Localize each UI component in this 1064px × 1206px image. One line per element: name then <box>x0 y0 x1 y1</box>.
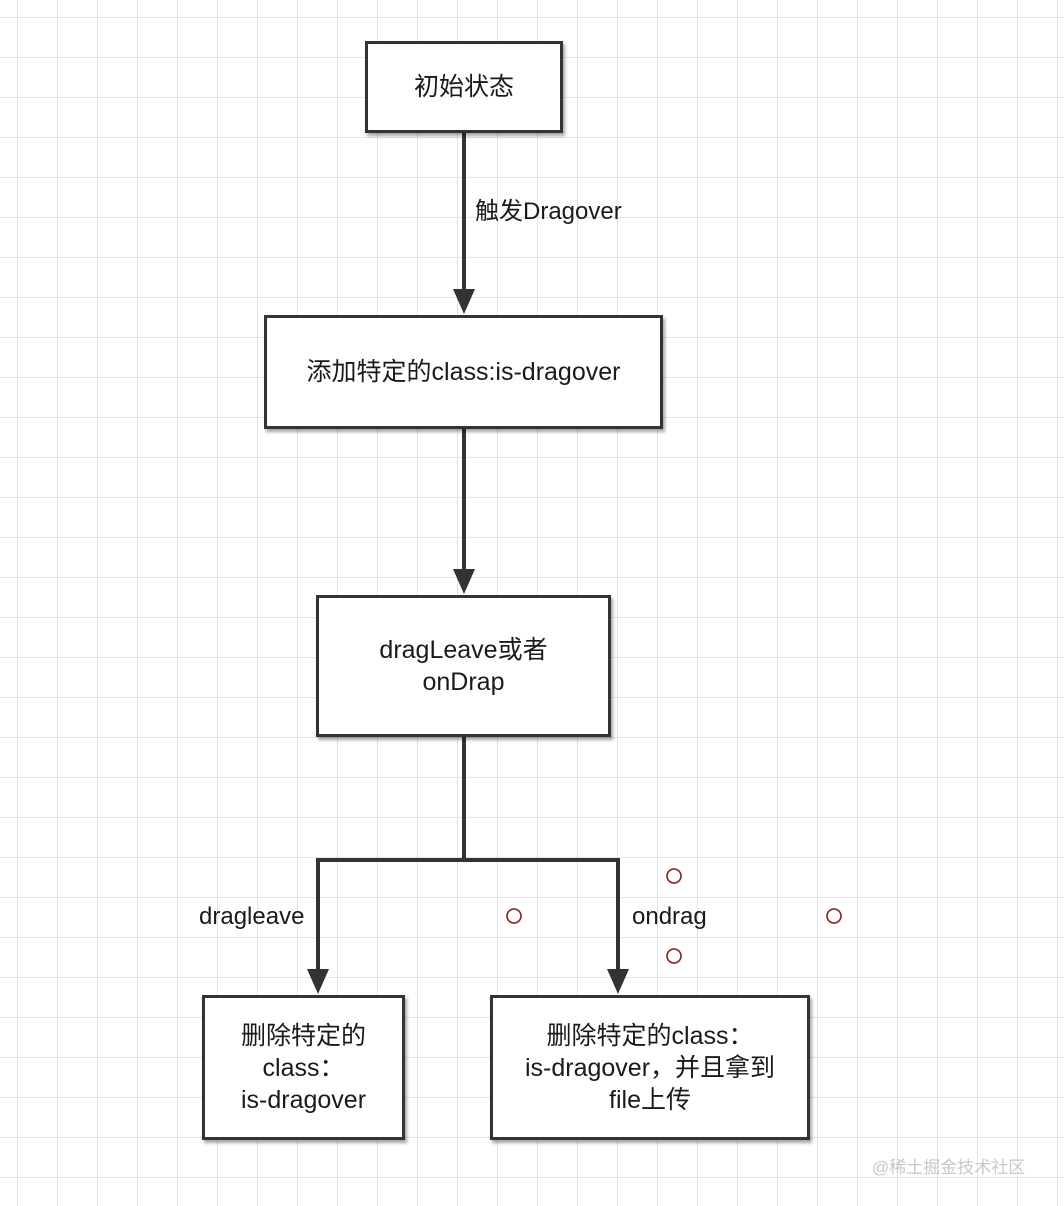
node-remove-class[interactable]: 删除特定的 class： is-dragover <box>202 995 405 1140</box>
edge-to-left <box>316 858 464 972</box>
edge-to-right <box>464 858 620 972</box>
edge-label-dragleave: dragleave <box>199 903 305 930</box>
arrowhead-1 <box>453 289 475 314</box>
handle-circle-right[interactable] <box>826 908 842 924</box>
edge-label-trigger-dragover: 触发Dragover <box>475 198 622 225</box>
watermark: @稀土掘金技术社区 <box>872 1158 1026 1177</box>
handle-circle-left[interactable] <box>506 908 522 924</box>
node-initial-state[interactable]: 初始状态 <box>365 41 563 133</box>
node-dragleave-or-drop[interactable]: dragLeave或者 onDrap <box>316 595 611 737</box>
node-add-class[interactable]: 添加特定的class:is-dragover <box>264 315 663 429</box>
node-remove-class-and-upload[interactable]: 删除特定的class： is-dragover，并且拿到 file上传 <box>490 995 810 1140</box>
handle-circle-bottom[interactable] <box>666 948 682 964</box>
arrowhead-2 <box>453 569 475 594</box>
arrowhead-left <box>307 969 329 994</box>
handle-circle-top[interactable] <box>666 868 682 884</box>
edge-label-ondrag: ondrag <box>632 903 707 930</box>
arrowhead-right <box>607 969 629 994</box>
